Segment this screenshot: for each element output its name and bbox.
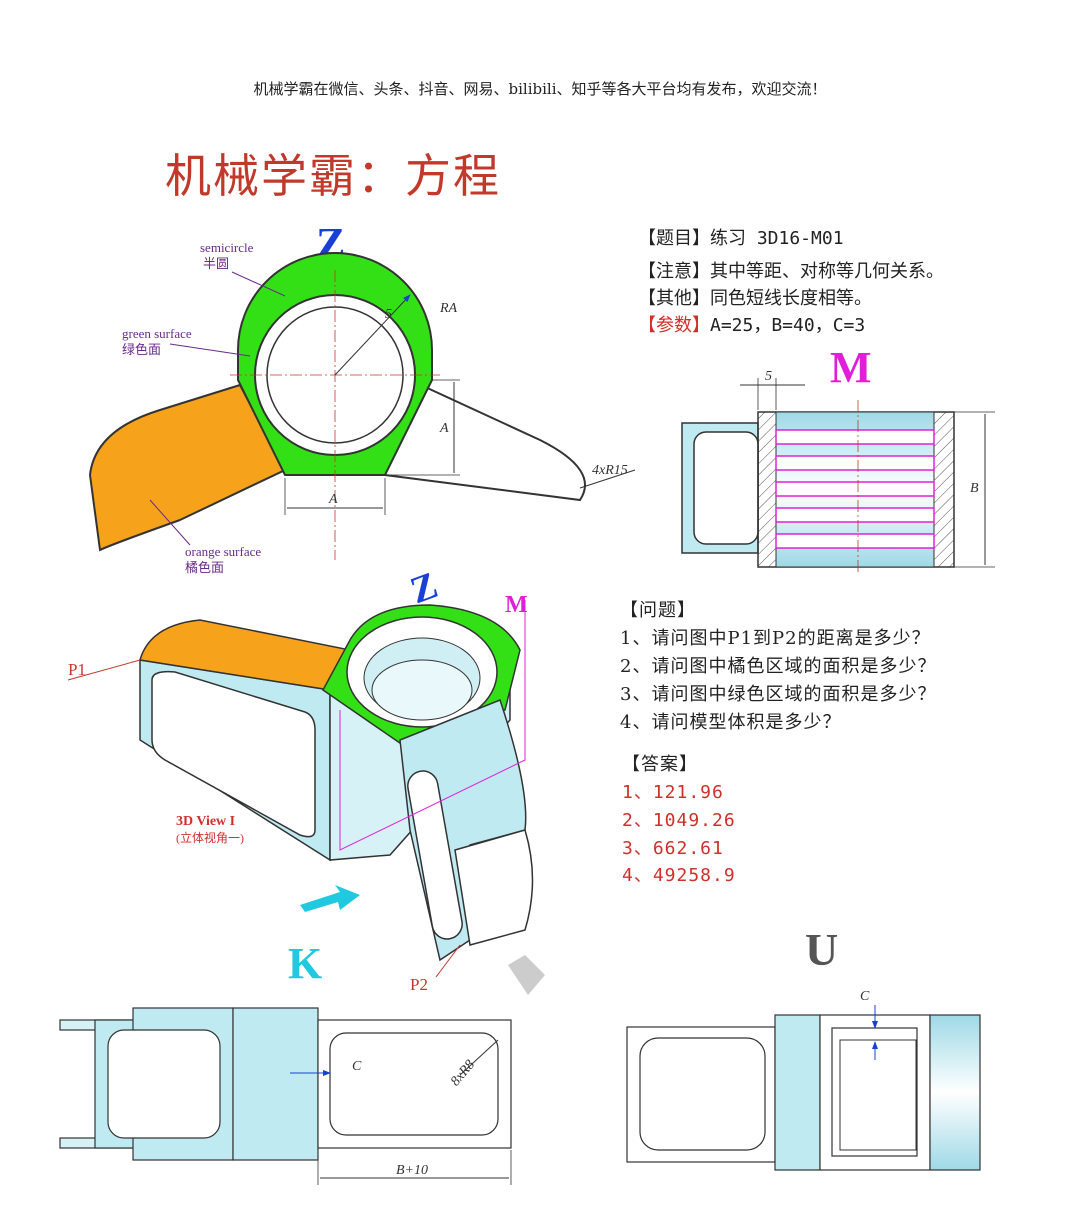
answer-3: 3、662.61 <box>622 838 724 859</box>
green-label-cn: 绿色面 <box>122 342 161 357</box>
right-arm <box>383 378 586 502</box>
k-view: C 8xR8 B+10 <box>59 1007 512 1185</box>
semicircle-label-cn: 半圆 <box>203 256 229 271</box>
k-dim-c: C <box>352 1059 362 1074</box>
view3d-sub: (立体视角一) <box>176 830 244 845</box>
u-dim-c: C <box>860 989 870 1004</box>
question-4: 4、请问模型体积是多少？ <box>620 712 842 733</box>
view3d-label: 3D View I <box>176 814 235 829</box>
k-view-label: K <box>288 939 322 988</box>
answer-1: 1、121.96 <box>622 782 724 803</box>
dim-ra: RA <box>439 301 458 316</box>
p1-label: P1 <box>68 660 86 679</box>
question-2: 2、请问图中橘色区域的面积是多少？ <box>620 656 937 677</box>
page-title: 机械学霸：方程 <box>165 149 501 203</box>
k-dim-b10: B+10 <box>396 1163 428 1178</box>
iso-view: Z M P1 P2 3D View I (立体视角一) K <box>67 564 545 995</box>
question-1: 1、请问图中P1到P2的距离是多少？ <box>620 628 931 649</box>
questions-heading: 【问题】 <box>620 600 696 621</box>
orange-label-cn: 橘色面 <box>185 560 224 575</box>
dim-a-horiz: A <box>328 492 338 507</box>
u-arrow-icon <box>508 955 545 995</box>
u-view-label: U <box>805 924 838 975</box>
dim-five: 5 <box>385 307 392 322</box>
green-label-en: green surface <box>122 326 192 341</box>
m-dim-b: B <box>970 481 979 496</box>
m-dim-five: 5 <box>765 369 772 384</box>
question-3: 3、请问图中绿色区域的面积是多少？ <box>620 684 937 705</box>
orange-label-en: orange surface <box>185 544 261 559</box>
dim-a-vert: A <box>439 421 449 436</box>
m-view: M 5 B <box>681 343 995 575</box>
header-note: 机械学霸在微信、头条、抖音、网易、bilibili、知乎等各大平台均有发布，欢迎… <box>253 80 827 98</box>
iso-m-label: M <box>505 592 528 618</box>
m-view-label: M <box>830 343 872 392</box>
p2-label: P2 <box>410 975 428 994</box>
k-arrow-icon <box>300 885 360 912</box>
info-note: 【注意】其中等距、对称等几何关系。 <box>638 261 944 282</box>
answer-2: 2、1049.26 <box>622 810 736 831</box>
info-subject: 【题目】练习 3D16-M01 <box>638 228 844 249</box>
semicircle-label-en: semicircle <box>200 240 254 255</box>
z-view: Z 5 RA A A 4xR15 semicircle 半圆 green sur… <box>88 219 636 575</box>
info-params: 【参数】A=25，B=40，C=3 <box>638 315 866 336</box>
info-other: 【其他】同色短线长度相等。 <box>638 288 872 309</box>
answers-heading: 【答案】 <box>622 754 698 775</box>
u-view: U C <box>626 924 981 1171</box>
dim-r15: 4xR15 <box>592 463 628 478</box>
answer-4: 4、49258.9 <box>622 865 736 886</box>
